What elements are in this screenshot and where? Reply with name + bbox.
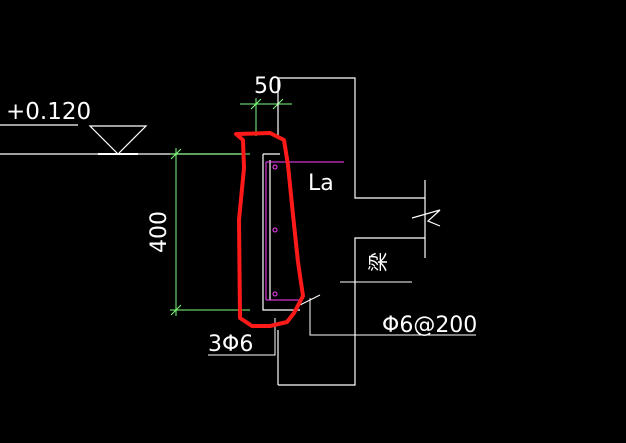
stirrup-label: Φ6@200	[382, 313, 477, 338]
side-dimension	[170, 148, 250, 316]
wall-outline	[262, 77, 425, 386]
elevation-label: +0.120	[6, 99, 91, 125]
side-dimension-label: 400	[147, 211, 172, 253]
bars-label: 3Φ6	[208, 332, 253, 357]
red-markup-outline	[234, 131, 305, 328]
bars-leader	[208, 318, 276, 356]
top-dimension	[240, 98, 292, 136]
break-line-icon	[411, 180, 441, 258]
anchorage-label: La	[308, 171, 334, 196]
rebar	[265, 161, 344, 301]
beam-label: 梁	[366, 252, 390, 272]
top-dimension-label: 50	[254, 74, 282, 99]
stirrup-leader	[299, 294, 476, 336]
elevation-triangle-icon	[88, 125, 148, 155]
elevation-marker	[0, 124, 245, 155]
